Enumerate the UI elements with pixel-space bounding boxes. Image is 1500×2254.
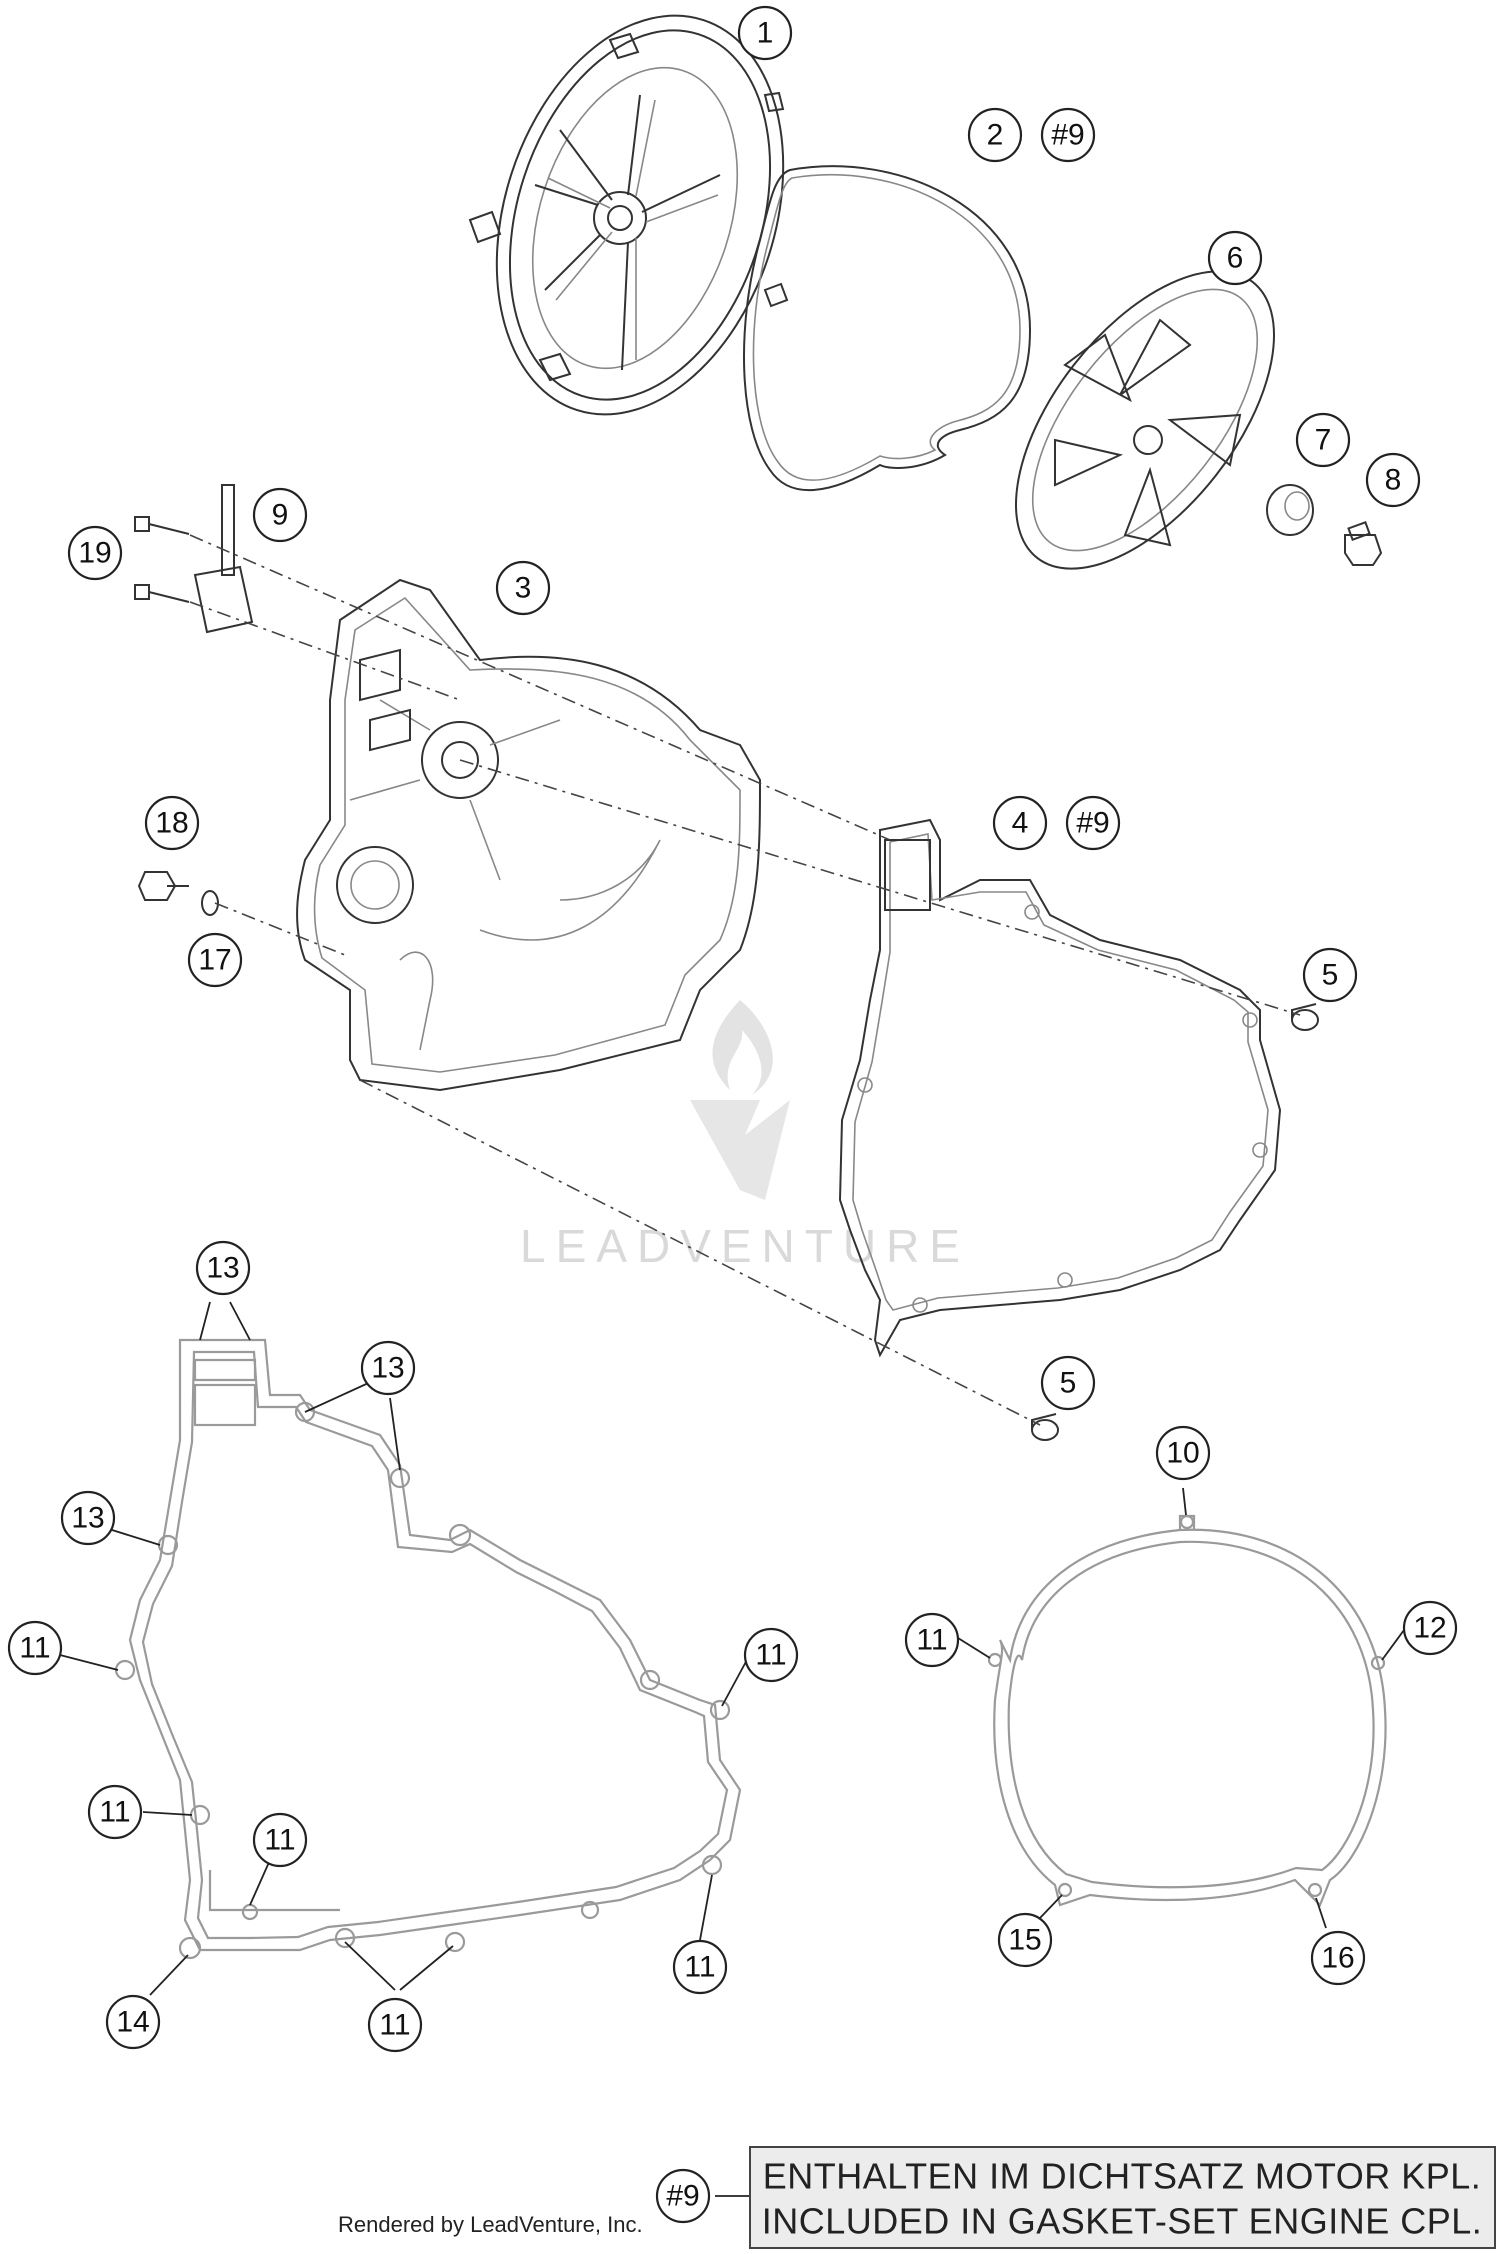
svg-text:3: 3 (515, 572, 532, 605)
svg-text:15: 15 (1008, 1924, 1041, 1957)
callout-9[interactable]: 9 (252, 487, 308, 543)
leadventure-watermark: LEADVENTURE (520, 1000, 970, 1272)
svg-text:11: 11 (684, 1951, 715, 1984)
callout-4[interactable]: 4 (992, 795, 1048, 851)
callout-14[interactable]: 14 (105, 1994, 161, 2050)
svg-text:13: 13 (371, 1352, 404, 1385)
svg-text:11: 11 (99, 1796, 130, 1829)
part-7-washer (1266, 484, 1314, 536)
callout-6[interactable]: 6 (1207, 230, 1263, 286)
part-6-inner-cover-plate (1015, 270, 1275, 570)
part-3-clutch-cover-housing (296, 578, 762, 1092)
note-ref-bubble: #9 (655, 2168, 711, 2224)
render-credit: Rendered by LeadVenture, Inc. (338, 2212, 643, 2237)
callout-19[interactable]: 19 (67, 525, 123, 581)
callout-11-round-gasket[interactable]: 11 (904, 1612, 960, 1668)
part-1-outer-clutch-cover (468, 14, 789, 416)
svg-text:13: 13 (71, 1502, 104, 1535)
note-box (749, 2146, 1496, 2249)
part-4-cover-gasket (838, 818, 1282, 1358)
part-19-screws (134, 516, 190, 603)
svg-text:4: 4 (1012, 807, 1029, 840)
svg-text:11: 11 (755, 1639, 786, 1672)
watermark-text: LEADVENTURE (520, 1220, 970, 1272)
svg-text:9: 9 (272, 499, 289, 532)
callout-1[interactable]: 1 (737, 5, 793, 61)
svg-text:8: 8 (1385, 464, 1402, 497)
part-8-screw (1344, 521, 1383, 566)
part-18-plug-screw (137, 871, 189, 901)
callout-5-lower[interactable]: 5 (1040, 1355, 1096, 1411)
callout-7[interactable]: 7 (1295, 412, 1351, 468)
callout-13-right[interactable]: 13 (360, 1340, 416, 1396)
part-9-breather-fitting (193, 484, 254, 634)
svg-text:12: 12 (1413, 1612, 1446, 1645)
note-line-german: ENTHALTEN IM DICHTSATZ MOTOR KPL. (763, 2156, 1482, 2197)
part-2-cover-gasket (742, 165, 1032, 491)
callout-8[interactable]: 8 (1365, 452, 1421, 508)
callout-15[interactable]: 15 (997, 1912, 1053, 1968)
callout-13-top[interactable]: 13 (195, 1240, 251, 1296)
svg-text:1: 1 (757, 17, 774, 50)
svg-text:#9: #9 (1051, 119, 1084, 152)
leader-lines (59, 1301, 1405, 2197)
callout-2-ref-9[interactable]: #9 (1040, 107, 1096, 163)
svg-text:18: 18 (155, 807, 188, 840)
gasket-detail-left (114, 1338, 742, 1960)
svg-text:5: 5 (1322, 959, 1339, 992)
callout-16[interactable]: 16 (1310, 1930, 1366, 1986)
svg-text:7: 7 (1315, 424, 1332, 457)
assembly-lines (189, 534, 1301, 1426)
callout-3[interactable]: 3 (495, 560, 551, 616)
svg-text:#9: #9 (1076, 807, 1109, 840)
callout-13-left[interactable]: 13 (60, 1490, 116, 1546)
note-line-english: INCLUDED IN GASKET-SET ENGINE CPL. (762, 2201, 1483, 2242)
callout-5-upper[interactable]: 5 (1302, 947, 1358, 1003)
svg-text:14: 14 (116, 2006, 149, 2039)
callout-10[interactable]: 10 (1155, 1425, 1211, 1481)
callout-11-left-lower[interactable]: 11 (87, 1784, 143, 1840)
callout-2[interactable]: 2 (967, 107, 1023, 163)
svg-text:11: 11 (19, 1632, 50, 1665)
callout-11-inner[interactable]: 11 (252, 1812, 308, 1868)
svg-text:13: 13 (206, 1252, 239, 1285)
callout-12[interactable]: 12 (1402, 1600, 1458, 1656)
svg-text:11: 11 (379, 2009, 410, 2042)
gasket-detail-right (987, 1514, 1387, 1907)
svg-text:2: 2 (987, 119, 1004, 152)
gasket-set-note: #9 ENTHALTEN IM DICHTSATZ MOTOR KPL. INC… (655, 2146, 1496, 2249)
callout-11-right-upper[interactable]: 11 (743, 1627, 799, 1683)
callout-18[interactable]: 18 (144, 795, 200, 851)
part-5-dowel-pin-upper (1291, 1003, 1319, 1031)
svg-text:10: 10 (1166, 1437, 1199, 1470)
callout-17[interactable]: 17 (187, 932, 243, 988)
callout-4-ref-9[interactable]: #9 (1065, 795, 1121, 851)
part-5-dowel-pin-lower (1031, 1413, 1059, 1441)
svg-text:6: 6 (1227, 242, 1244, 275)
callout-11-left[interactable]: 11 (7, 1620, 63, 1676)
svg-text:16: 16 (1321, 1942, 1354, 1975)
svg-text:#9: #9 (666, 2180, 699, 2213)
svg-text:11: 11 (264, 1824, 295, 1857)
svg-text:19: 19 (78, 537, 111, 570)
part-17-seal-ring (201, 890, 219, 916)
callout-11-bottom[interactable]: 11 (367, 1997, 423, 2053)
svg-text:17: 17 (198, 944, 231, 977)
svg-text:11: 11 (916, 1624, 947, 1657)
svg-text:5: 5 (1060, 1367, 1077, 1400)
callout-11-right-lower[interactable]: 11 (672, 1939, 728, 1995)
